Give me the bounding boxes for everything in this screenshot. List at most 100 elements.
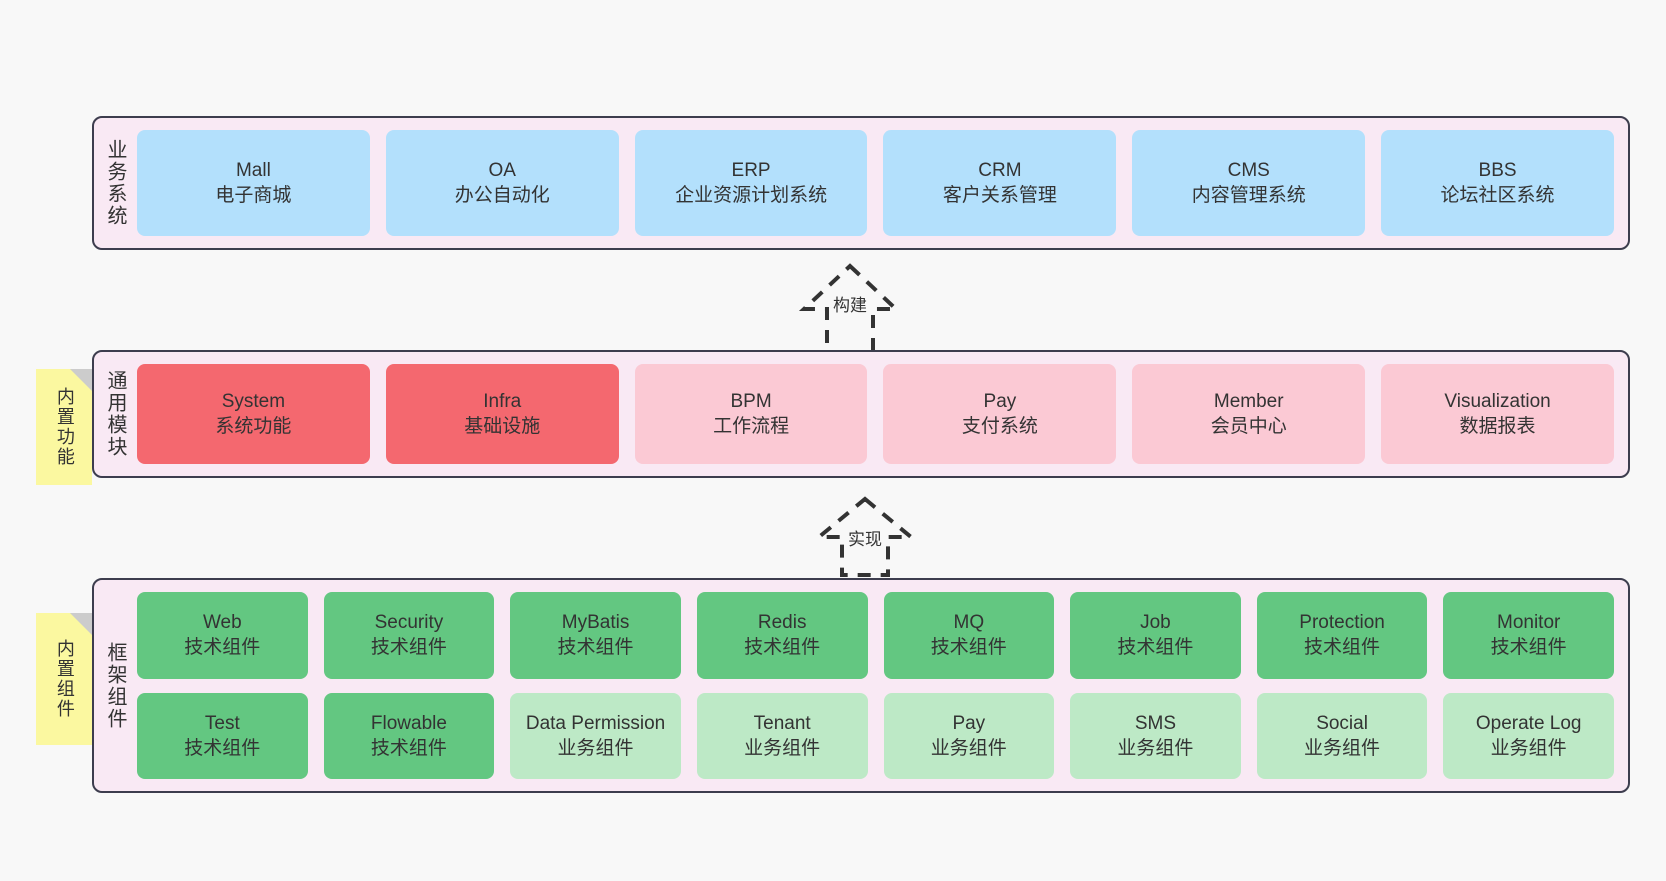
node-title: Member [1213, 390, 1284, 412]
node-subtitle: 业务组件 [744, 737, 821, 759]
node-title: Monitor [1497, 612, 1561, 634]
node-title: CRM [978, 159, 1022, 181]
node-visualization[interactable]: Visualization 数据报表 [1381, 364, 1614, 464]
node-subtitle: 业务组件 [557, 737, 634, 759]
node-subtitle: 工作流程 [713, 416, 790, 437]
layer-label-business-systems: 业务系统 [104, 139, 126, 227]
node-title: BPM [730, 390, 772, 412]
node-title: Security [374, 612, 444, 634]
node-subtitle: 支付系统 [961, 416, 1038, 437]
node-title: Protection [1299, 612, 1385, 634]
sticky-fold-icon [70, 369, 92, 391]
node-title: Data Permission [525, 712, 666, 734]
node-title: MQ [953, 612, 985, 634]
node-title: BBS [1478, 159, 1517, 181]
node-monitor[interactable]: Monitor 技术组件 [1443, 592, 1614, 679]
sticky-note-builtin-components: 内置组件 [36, 613, 92, 745]
node-title: Infra [483, 390, 522, 412]
node-subtitle: 业务组件 [930, 737, 1007, 759]
layer-common-modules: 通用模块 System 系统功能 Infra 基础设施 BPM 工作流程 Pay… [92, 350, 1630, 478]
node-subtitle: 基础设施 [464, 416, 541, 437]
layer-label-framework-components: 框架组件 [104, 641, 126, 730]
node-title: Mall [235, 159, 271, 181]
node-row: Mall 电子商城 OA 办公自动化 ERP 企业资源计划系统 CRM 客户关系… [137, 130, 1614, 236]
layer-label-common-modules: 通用模块 [104, 370, 126, 458]
node-subtitle: 技术组件 [184, 637, 261, 659]
node-data-permission[interactable]: Data Permission 业务组件 [510, 692, 681, 779]
node-subtitle: 技术组件 [370, 637, 447, 659]
layer-framework-components: 框架组件 Web 技术组件 Security 技术组件 MyBatis 技术组件… [92, 578, 1630, 793]
node-title: Web [202, 612, 242, 634]
node-subtitle: 业务组件 [1117, 737, 1194, 759]
node-crm[interactable]: CRM 客户关系管理 [883, 130, 1117, 236]
node-subtitle: 业务组件 [1304, 737, 1381, 759]
node-oa[interactable]: OA 办公自动化 [385, 130, 619, 236]
node-mq[interactable]: MQ 技术组件 [883, 592, 1055, 679]
node-subtitle: 办公自动化 [454, 185, 550, 206]
node-tenant[interactable]: Tenant 业务组件 [696, 692, 868, 779]
node-bbs[interactable]: BBS 论坛社区系统 [1381, 130, 1614, 236]
node-subtitle: 技术组件 [1304, 637, 1381, 659]
node-sms[interactable]: SMS 业务组件 [1070, 692, 1241, 779]
node-title: Pay [952, 712, 986, 734]
node-security[interactable]: Security 技术组件 [323, 592, 495, 679]
node-pay-module[interactable]: Pay 支付系统 [883, 364, 1117, 464]
layer-body-framework-components: Web 技术组件 Security 技术组件 MyBatis 技术组件 Redi… [133, 580, 1628, 791]
node-row: Test 技术组件 Flowable 技术组件 Data Permission … [137, 692, 1614, 779]
node-subtitle: 电子商城 [215, 185, 292, 206]
node-subtitle: 技术组件 [744, 637, 821, 659]
node-test[interactable]: Test 技术组件 [137, 692, 308, 779]
node-title: Job [1140, 612, 1171, 634]
node-title: Tenant [753, 712, 811, 734]
node-redis[interactable]: Redis 技术组件 [696, 592, 868, 679]
node-subtitle: 技术组件 [930, 637, 1007, 659]
node-subtitle: 论坛社区系统 [1440, 185, 1555, 206]
node-subtitle: 技术组件 [184, 737, 261, 759]
sticky-note-label: 内置功能 [54, 387, 75, 467]
node-pay-component[interactable]: Pay 业务组件 [883, 692, 1055, 779]
arrow-implement-label: 实现 [848, 530, 882, 549]
sticky-fold-icon [70, 613, 92, 635]
node-title: MyBatis [561, 612, 630, 634]
layer-body-common-modules: System 系统功能 Infra 基础设施 BPM 工作流程 Pay 支付系统… [133, 352, 1628, 476]
node-title: Test [204, 712, 240, 734]
node-title: Pay [983, 390, 1017, 412]
node-title: CMS [1227, 159, 1270, 181]
node-social[interactable]: Social 业务组件 [1256, 692, 1428, 779]
node-title: Redis [757, 612, 807, 634]
sticky-note-builtin-features: 内置功能 [36, 369, 92, 485]
node-member[interactable]: Member 会员中心 [1132, 364, 1366, 464]
node-erp[interactable]: ERP 企业资源计划系统 [634, 130, 868, 236]
node-row: Web 技术组件 Security 技术组件 MyBatis 技术组件 Redi… [137, 592, 1614, 679]
node-operate-log[interactable]: Operate Log 业务组件 [1443, 692, 1614, 779]
node-system[interactable]: System 系统功能 [137, 364, 370, 464]
node-title: SMS [1134, 712, 1177, 734]
sticky-note-label: 内置组件 [54, 639, 75, 719]
node-subtitle: 技术组件 [557, 637, 634, 659]
node-subtitle: 企业资源计划系统 [675, 185, 828, 206]
node-title: Operate Log [1475, 712, 1582, 734]
node-mall[interactable]: Mall 电子商城 [137, 130, 370, 236]
node-mybatis[interactable]: MyBatis 技术组件 [510, 592, 681, 679]
layer-business-systems: 业务系统 Mall 电子商城 OA 办公自动化 ERP 企业资源计划系统 CRM… [92, 116, 1630, 250]
layer-body-business-systems: Mall 电子商城 OA 办公自动化 ERP 企业资源计划系统 CRM 客户关系… [133, 118, 1628, 248]
node-web[interactable]: Web 技术组件 [137, 592, 308, 679]
node-subtitle: 系统功能 [215, 416, 292, 437]
node-subtitle: 技术组件 [1117, 637, 1194, 659]
arrow-build-label: 构建 [833, 296, 867, 315]
node-cms[interactable]: CMS 内容管理系统 [1132, 130, 1366, 236]
node-title: OA [488, 159, 516, 181]
node-row: System 系统功能 Infra 基础设施 BPM 工作流程 Pay 支付系统… [137, 364, 1614, 464]
node-subtitle: 技术组件 [370, 737, 447, 759]
node-subtitle: 会员中心 [1210, 416, 1287, 437]
node-protection[interactable]: Protection 技术组件 [1256, 592, 1428, 679]
node-title: Flowable [370, 712, 447, 734]
node-job[interactable]: Job 技术组件 [1070, 592, 1241, 679]
node-bpm[interactable]: BPM 工作流程 [634, 364, 868, 464]
node-subtitle: 内容管理系统 [1191, 185, 1306, 206]
node-flowable[interactable]: Flowable 技术组件 [323, 692, 495, 779]
node-infra[interactable]: Infra 基础设施 [385, 364, 619, 464]
node-subtitle: 数据报表 [1459, 416, 1536, 437]
node-title: Visualization [1444, 390, 1551, 412]
